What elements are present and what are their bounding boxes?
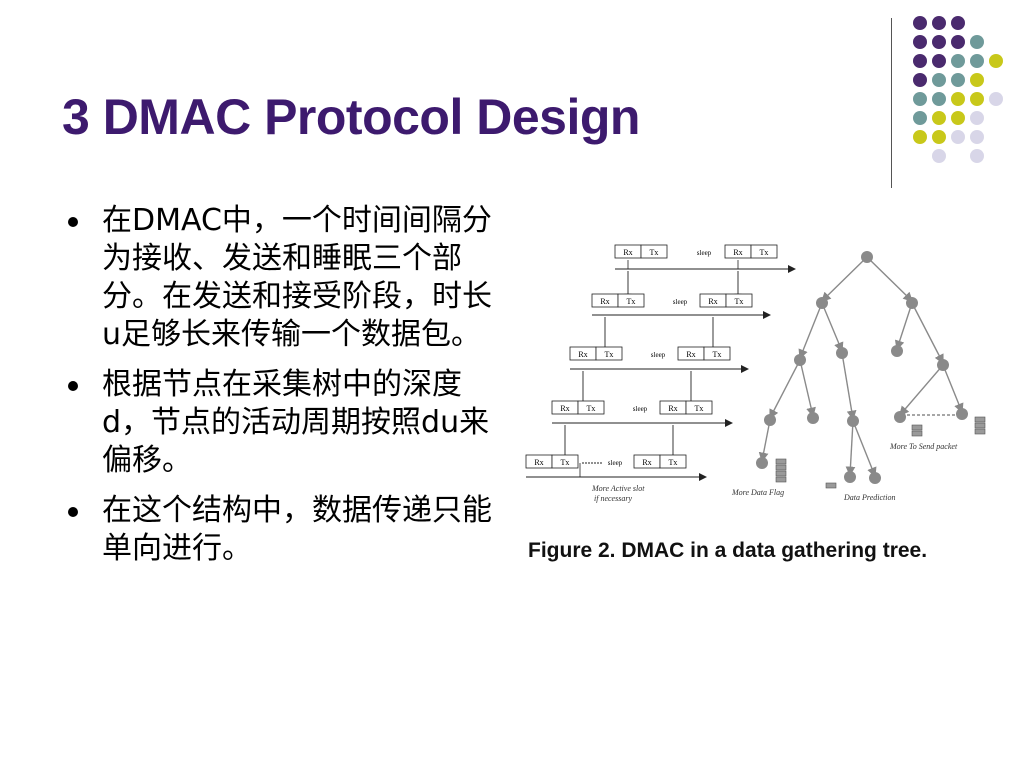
rx-label: Rx [534,458,543,467]
rx-label: Rx [686,350,695,359]
bullet-dot-icon [68,381,78,391]
timeline-level-2: Rx Tx sleep Rx Tx [591,293,771,319]
decor-dot [932,16,946,30]
decor-dot [951,130,965,144]
timeline-level-1: Rx Tx sleep Rx Tx [614,244,796,273]
tx-label: Tx [695,404,704,413]
rx-label: Rx [733,248,742,257]
decor-dot [970,111,984,125]
decor-dot [951,54,965,68]
bullet-text: 根据节点在采集树中的深度d，节点的活动周期按照du来偏移。 [102,367,490,478]
data-gathering-tree [758,256,964,478]
annotation-more-to-send: More To Send packet [889,442,958,451]
decor-dot [913,130,927,144]
sleep-label: sleep [608,459,623,467]
decor-dot [970,35,984,49]
decor-dot [951,35,965,49]
tx-label: Tx [605,350,614,359]
decor-dot [913,73,927,87]
decor-dot [913,92,927,106]
rx-label: Rx [600,297,609,306]
sleep-label: sleep [697,249,712,257]
annotation-if-necessary: if necessary [594,494,632,503]
decor-dot [932,35,946,49]
decor-dot [932,130,946,144]
figure-caption: Figure 2. DMAC in a data gathering tree. [528,539,928,562]
decor-dot [951,73,965,87]
dmac-figure: Rx Tx sleep Rx Tx Rx Tx sleep Rx Tx Rx T… [525,244,986,503]
tree-nodes [756,251,968,484]
decor-dot [913,16,927,30]
bullet-list: 在DMAC中，一个时间间隔分为接收、发送和睡眠三个部分。在发送和接受阶段，时长u… [62,202,502,580]
sleep-label: sleep [673,298,688,306]
tx-label: Tx [561,458,570,467]
decor-dot [951,16,965,30]
rx-label: Rx [642,458,651,467]
timeline-level-5: Rx Tx sleep Rx Tx [525,454,707,481]
bullet-item: 在这个结构中，数据传递只能单向进行。 [62,492,502,568]
rx-label: Rx [668,404,677,413]
decor-dot [970,149,984,163]
bullet-text: 在这个结构中，数据传递只能单向进行。 [102,493,492,566]
rx-label: Rx [708,297,717,306]
rx-label: Rx [578,350,587,359]
sleep-label: sleep [633,405,648,413]
tx-label: Tx [669,458,678,467]
decor-dot [951,92,965,106]
decor-dot [932,73,946,87]
bullet-dot-icon [68,507,78,517]
decor-dot [970,92,984,106]
decor-dot [970,73,984,87]
tx-label: Tx [587,404,596,413]
packet-stacks [775,416,986,489]
annotation-more-data-flag: More Data Flag [731,488,784,497]
sleep-label: sleep [651,351,666,359]
decor-dot [970,54,984,68]
decor-dot [989,92,1003,106]
decor-dot [913,35,927,49]
decor-dot [970,130,984,144]
decor-dot [989,54,1003,68]
decor-dot [951,111,965,125]
rx-label: Rx [560,404,569,413]
tx-label: Tx [627,297,636,306]
decor-dot [932,54,946,68]
decor-dot [932,149,946,163]
tx-label: Tx [650,248,659,257]
rx-label: Rx [623,248,632,257]
tx-label: Tx [735,297,744,306]
annotation-more-active-slot: More Active slot [591,484,645,493]
slide-title: 3 DMAC Protocol Design [62,89,640,145]
annotation-data-prediction: Data Prediction [843,493,895,502]
tx-label: Tx [760,248,769,257]
decor-dot [932,111,946,125]
decor-dot [913,111,927,125]
decor-dot [913,54,927,68]
bullet-item: 在DMAC中，一个时间间隔分为接收、发送和睡眠三个部分。在发送和接受阶段，时长u… [62,202,502,354]
bullet-dot-icon [68,217,78,227]
decorative-dot-grid [0,0,1024,200]
timeline-level-4: Rx Tx sleep Rx Tx [551,400,733,427]
timeline-level-3: Rx Tx sleep Rx Tx [569,346,749,373]
bullet-item: 根据节点在采集树中的深度d，节点的活动周期按照du来偏移。 [62,366,502,480]
decor-dot [932,92,946,106]
decorative-divider [891,18,892,188]
tx-label: Tx [713,350,722,359]
bullet-text: 在DMAC中，一个时间间隔分为接收、发送和睡眠三个部分。在发送和接受阶段，时长u… [102,203,492,352]
